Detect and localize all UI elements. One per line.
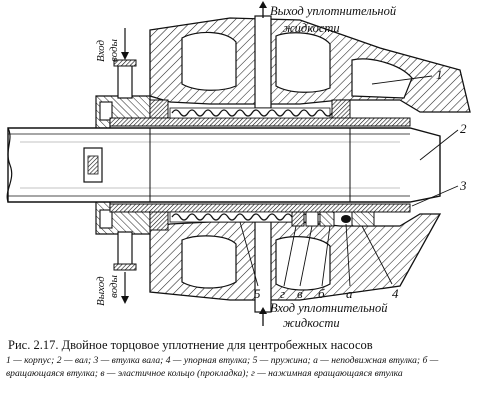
caption-title: Рис. 2.17. Двойное торцовое уплотнение д… — [8, 338, 373, 352]
callout-5: 5 — [254, 286, 261, 301]
housing-lower — [149, 213, 442, 313]
inlet-label-line1: Вход уплотнительной — [270, 301, 388, 315]
callout-1: 1 — [436, 67, 443, 82]
figure-caption: Рис. 2.17. Двойное торцовое уплотнение д… — [6, 337, 482, 380]
water-out-arrow — [121, 272, 129, 304]
seal-diagram: Выход уплотнительной жидкости Вход уплот… — [6, 1, 471, 330]
caption-legend: 1 — корпус; 2 — вал; 3 — втулка вала; 4 … — [6, 355, 439, 379]
inlet-arrow — [259, 307, 267, 326]
water-in-label-line1: Вход — [95, 39, 107, 62]
seal-rings — [149, 99, 375, 231]
callout-3: 3 — [459, 178, 467, 193]
shaft-assembly — [6, 117, 441, 213]
housing-upper — [149, 15, 471, 113]
callout-a: а — [346, 286, 353, 301]
callout-4: 4 — [392, 286, 399, 301]
callout-leaders — [239, 75, 459, 287]
outlet-arrow — [259, 1, 267, 18]
water-out-label-line2: воды — [108, 274, 120, 298]
water-out-label-line1: Выход — [95, 276, 107, 306]
callout-g: г — [280, 286, 285, 301]
inlet-label-line2: жидкости — [283, 316, 340, 330]
water-in-arrow — [121, 28, 129, 60]
outlet-label-line2: жидкости — [283, 21, 340, 35]
outlet-label-line1: Выход уплотнительной — [270, 4, 397, 18]
callout-b: б — [318, 286, 325, 301]
callout-2: 2 — [460, 121, 467, 136]
water-in-label-line2: воды — [108, 38, 120, 62]
callout-v: в — [297, 286, 303, 301]
spring-top — [169, 107, 333, 119]
